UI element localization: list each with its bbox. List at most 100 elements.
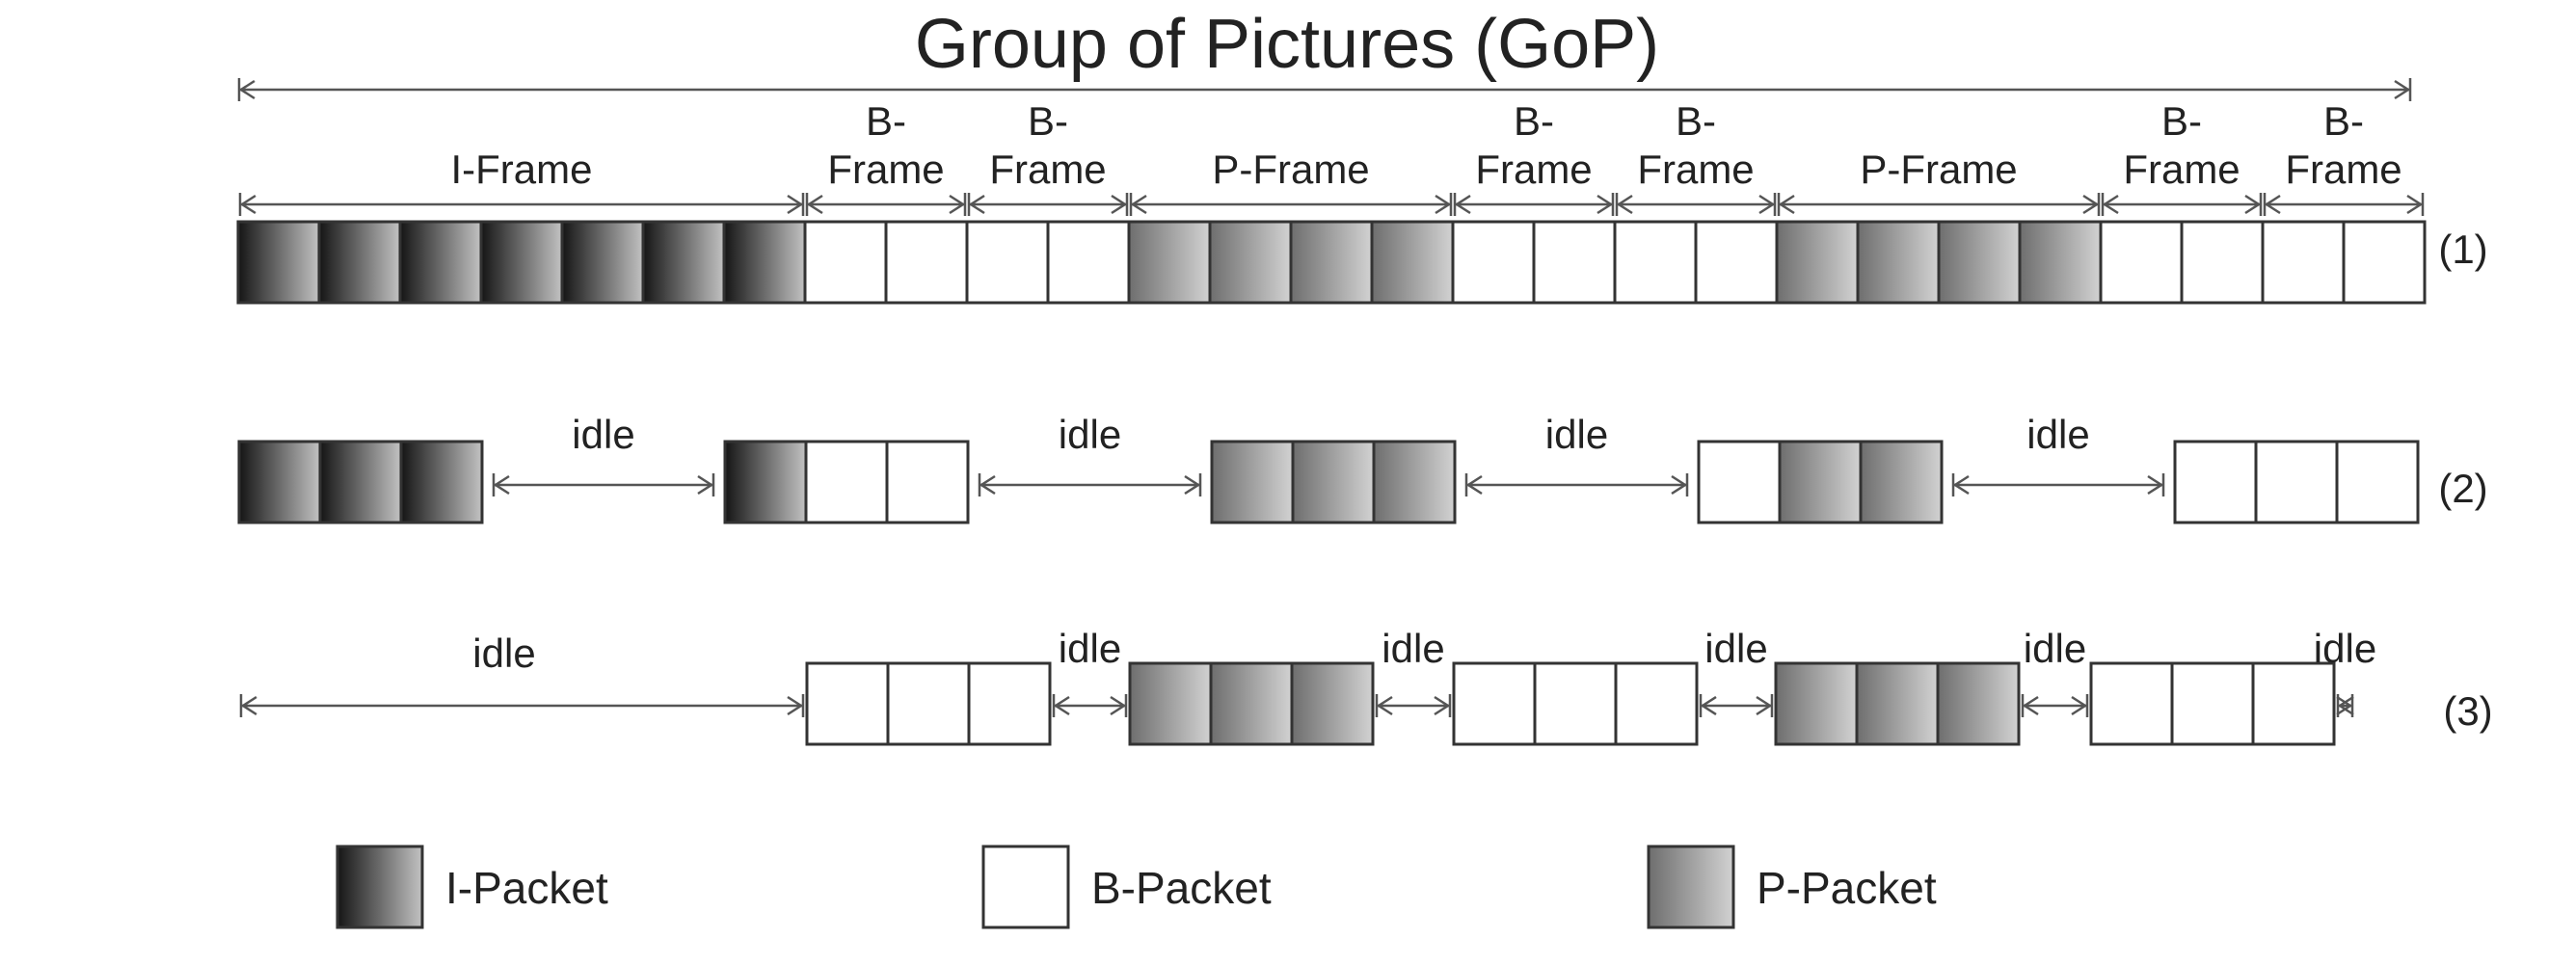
p-packet [1208,220,1293,305]
idle-label: idle [2026,412,2089,457]
idle-arrow [1052,694,1128,717]
b-packet [1046,220,1131,305]
p-packet [1936,661,2021,746]
p-packet [2018,220,2103,305]
frame-label-line: Frame [2123,147,2240,192]
gop-span-arrow-line [237,78,2412,101]
idle-arrow [1699,694,1774,717]
row-3-label: (3) [2443,688,2492,734]
p-packet [1778,440,1863,524]
frame-label-line: Frame [827,147,944,192]
idle-label: idle [2314,626,2376,671]
packet-group [237,440,484,524]
p-packet [1372,440,1457,524]
frame-span-arrow [2263,193,2425,216]
packet-group [1774,661,2021,746]
row-2-sequence: idle idle idle idle [237,412,2420,524]
frame-label-line: Frame [2285,147,2402,192]
gop-span-arrow [237,78,2412,101]
idle-label: idle [1059,412,1121,457]
p-packet [1291,440,1376,524]
b-packet [965,220,1050,305]
packet-group [1210,440,1457,524]
frame-span-arrow [1453,193,1615,216]
frame-label-line: B- [2161,98,2202,144]
p-packet [1775,220,1860,305]
b-packet [1532,220,1617,305]
legend-label: B-Packet [1091,863,1272,913]
idle-arrow [2336,694,2354,717]
frame-span-arrow [805,193,967,216]
legend-label: I-Packet [445,863,608,913]
diagram-title: Group of Pictures (GoP) [915,6,1659,83]
frame-label-line: B- [866,98,906,144]
idle-label: idle [1704,626,1767,671]
frame-span-arrow [1129,193,1453,216]
legend-item: P-Packet [1647,845,1937,929]
b-packet [884,220,969,305]
i-packet [399,440,484,524]
idle-label: idle [2024,626,2086,671]
frame-label-line: B- [2323,98,2364,144]
idle-arrow [1951,473,2165,496]
row-1-label: (1) [2438,227,2487,272]
b-packet [805,661,890,746]
i-packet [398,220,483,305]
b-packet [1452,661,1537,746]
idle-arrow [1464,473,1689,496]
p-packet [1209,661,1294,746]
p-packet [1937,220,2022,305]
frame-label: I-Frame [451,147,593,192]
b-packet [2254,440,2339,524]
legend-swatch [981,845,1070,929]
legend-item: I-Packet [335,845,608,929]
b-packet [1533,661,1618,746]
b-packet [1614,661,1699,746]
frame-label-line: B- [1028,98,1068,144]
i-packet [560,220,645,305]
idle-label: idle [1059,626,1121,671]
b-packet [1613,220,1698,305]
b-packet [2170,661,2255,746]
frame-label-line: B- [1514,98,1554,144]
p-packet [1290,661,1375,746]
b-packet [2173,440,2258,524]
packet-group [723,440,970,524]
p-packet [1289,220,1374,305]
idle-arrow [1375,694,1452,717]
b-packet [967,661,1052,746]
i-packet [317,220,402,305]
idle-arrow [2021,694,2089,717]
b-packet [804,440,889,524]
packet-group [1452,661,1699,746]
packet-group [1128,661,1375,746]
b-packet [2342,220,2427,305]
p-packet [1856,220,1941,305]
packet-group [1697,440,1944,524]
i-packet [318,440,403,524]
frame-span-arrow [967,193,1129,216]
b-packet [1697,440,1782,524]
legend-swatch [335,845,424,929]
i-packet [641,220,726,305]
p-packet [1859,440,1944,524]
frame-span-arrow [1615,193,1777,216]
p-packet [1127,220,1212,305]
b-packet [886,661,971,746]
frame-label-line: Frame [1475,147,1592,192]
p-packet [1855,661,1940,746]
idle-label: idle [572,412,634,457]
frame-label-line: Frame [1637,147,1754,192]
i-packet [236,220,321,305]
idle-label: idle [1382,626,1444,671]
b-packet [2099,220,2184,305]
i-packet [237,440,322,524]
idle-label: idle [1545,412,1608,457]
i-packet [479,220,564,305]
idle-arrow [978,473,1202,496]
frame-span-arrows [238,193,2425,216]
legend-label: P-Packet [1757,863,1937,913]
